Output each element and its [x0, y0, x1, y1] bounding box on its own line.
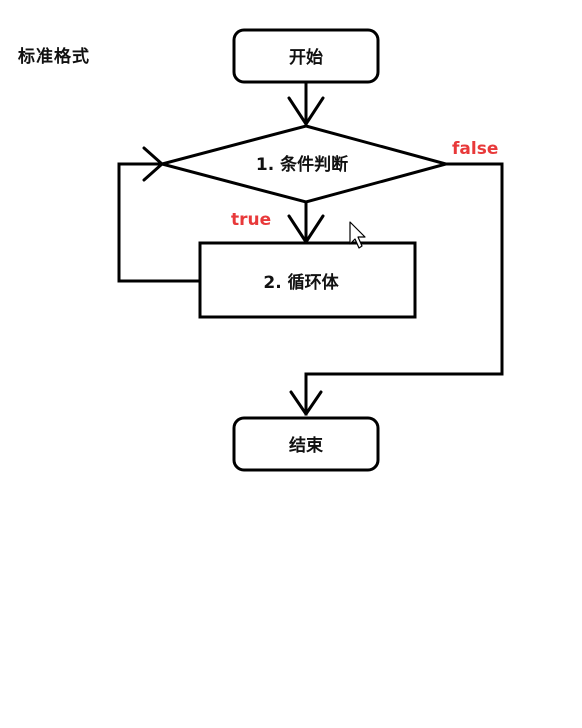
start-node: 开始 — [232, 28, 380, 84]
arrowhead-right-icon — [142, 146, 164, 182]
end-node-box — [232, 416, 380, 472]
body-node-label: 2. 循环体 — [263, 272, 339, 293]
true-label: true — [231, 210, 271, 230]
arrowhead-down-icon — [289, 390, 323, 416]
false-label: false — [452, 139, 498, 159]
arrow-condition-to-end — [289, 162, 504, 416]
end-node: 结束 — [232, 416, 380, 472]
page-title: 标准格式 — [18, 47, 90, 67]
end-node-label: 结束 — [289, 435, 323, 456]
arrowhead-down-icon — [287, 96, 325, 126]
start-node-label: 开始 — [289, 47, 323, 68]
connector-loop-back — [117, 162, 202, 283]
condition-node-label: 1. 条件判断 — [256, 154, 348, 175]
body-node: 2. 循环体 — [198, 241, 417, 319]
condition-node: 1. 条件判断 — [156, 124, 452, 204]
arrow-start-to-condition — [287, 80, 325, 126]
arrow-condition-to-body — [287, 200, 325, 244]
mouse-pointer-icon — [349, 221, 366, 249]
arrow-loop-back — [117, 146, 202, 283]
connector-false-branch — [304, 162, 504, 416]
